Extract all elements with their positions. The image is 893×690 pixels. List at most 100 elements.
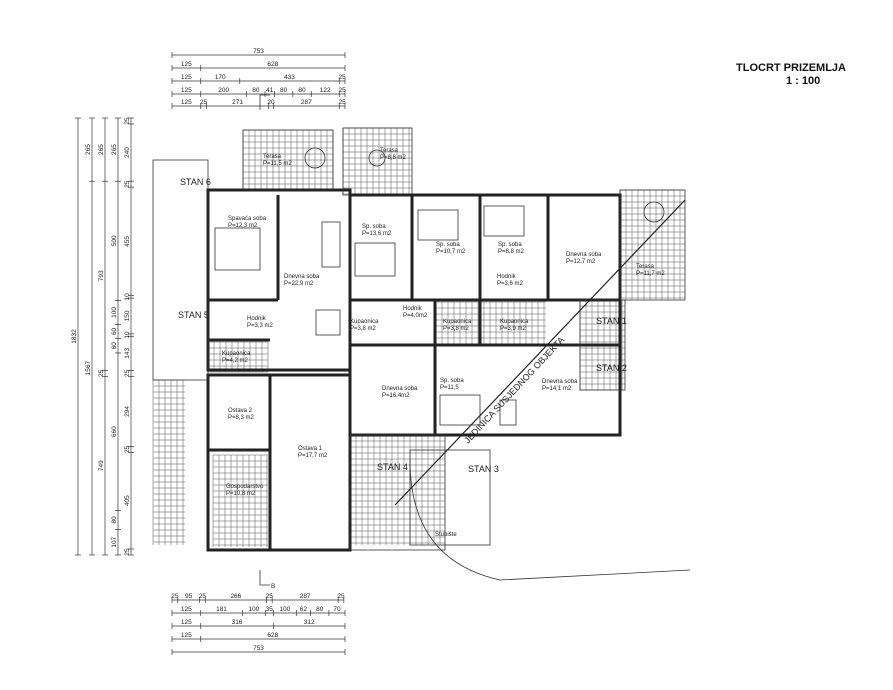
dimension-value: 100 bbox=[111, 307, 118, 318]
dimension-value: 628 bbox=[267, 632, 278, 639]
sofa bbox=[321, 221, 341, 268]
room-area: P=4,0m2 bbox=[403, 313, 428, 319]
dimension-value: 35 bbox=[266, 606, 274, 613]
dining-table bbox=[315, 309, 341, 336]
room-name: Kupaonica bbox=[350, 319, 379, 325]
stan-4-label: STAN 4 bbox=[377, 462, 408, 472]
dimension-value: 753 bbox=[253, 645, 264, 652]
curved-path bbox=[409, 459, 691, 581]
stan-3-label: STAN 3 bbox=[468, 464, 499, 474]
room-area: P=22,9 m2 bbox=[284, 281, 314, 287]
room-area: P=3,8 m2 bbox=[443, 326, 470, 332]
stan-2-label: STAN 2 bbox=[596, 363, 627, 373]
dimension-value: 60 bbox=[111, 342, 118, 350]
room-name: Hodnik bbox=[247, 316, 267, 322]
section-marker-bottom: B bbox=[271, 583, 275, 590]
room-name: Stubište bbox=[435, 532, 457, 538]
dimension-value: 433 bbox=[284, 74, 295, 81]
bed bbox=[354, 242, 396, 277]
dimension-value: 265 bbox=[85, 144, 92, 155]
room-name: Dnevna soba bbox=[284, 274, 320, 280]
room-name: Terasa bbox=[263, 154, 282, 160]
tile-hatching bbox=[152, 127, 685, 547]
dimension-value: 240 bbox=[124, 147, 131, 158]
bed bbox=[483, 205, 525, 237]
bed bbox=[214, 227, 261, 271]
stan-5-label: STAN 5 bbox=[178, 310, 209, 320]
dimension-value: 316 bbox=[232, 619, 243, 626]
stairs-stan6 bbox=[152, 159, 209, 381]
dimension-value: 100 bbox=[248, 606, 259, 613]
room-name: Kupaonica bbox=[222, 351, 251, 357]
dimension-value: 41 bbox=[266, 87, 274, 94]
dimension-value: 25 bbox=[339, 99, 347, 106]
stan-6-label: STAN 6 bbox=[180, 177, 211, 187]
room-area: P=3,9 m2 bbox=[500, 326, 527, 332]
dimension-value: 70 bbox=[333, 606, 341, 613]
room-name: Ostava 2 bbox=[228, 408, 253, 414]
dimension-value: 181 bbox=[216, 606, 227, 613]
dimension-value: 60 bbox=[111, 327, 118, 335]
dimension-value: 1567 bbox=[85, 360, 92, 375]
room-name: Dnevna soba bbox=[542, 379, 578, 385]
room-area: P=10,8 m2 bbox=[226, 491, 256, 497]
right-units-walls bbox=[348, 193, 622, 437]
dimension-value: 266 bbox=[230, 593, 241, 600]
dimension-value: 455 bbox=[124, 236, 131, 247]
terrace-table bbox=[368, 149, 386, 167]
room-area: P=8,8 m2 bbox=[498, 249, 525, 255]
room-name: Ostava 1 bbox=[298, 446, 323, 452]
room-area: P=12,7 m2 bbox=[566, 259, 596, 265]
room-area: P=10,7 m2 bbox=[436, 249, 466, 255]
room-area: P=4,2 m2 bbox=[222, 358, 249, 364]
room-area: P=3,3 m2 bbox=[247, 323, 274, 329]
room-area: P=14,1 m2 bbox=[542, 386, 572, 392]
dimension-value: 660 bbox=[111, 426, 118, 437]
room-name: Sp. soba bbox=[498, 242, 522, 248]
dimension-value: 271 bbox=[232, 99, 243, 106]
dimension-value: 10 bbox=[124, 331, 131, 339]
dimension-value: 25 bbox=[199, 593, 207, 600]
room-area: P=8,8 m2 bbox=[380, 155, 407, 161]
room-area: P=13,6 m2 bbox=[362, 231, 392, 237]
room-area: P=17,7 m2 bbox=[298, 453, 328, 459]
room-area: P=16,4m2 bbox=[382, 393, 410, 399]
dimension-value: 294 bbox=[124, 406, 131, 417]
entrance-stan4 bbox=[349, 434, 446, 551]
dimension-value: 265 bbox=[111, 144, 118, 155]
neighbor-boundary-line bbox=[394, 199, 686, 506]
dimension-value: 25 bbox=[124, 548, 131, 556]
room-name: Terasa bbox=[380, 148, 399, 154]
room-name: Sp. soba bbox=[362, 224, 386, 230]
dimension-value: 125 bbox=[181, 74, 192, 81]
stan-1-label: STAN 1 bbox=[596, 316, 627, 326]
room-area: P=11,5 bbox=[440, 385, 459, 391]
dimension-value: 287 bbox=[301, 99, 312, 106]
dimension-value: 150 bbox=[124, 310, 131, 321]
dimension-value: 25 bbox=[339, 87, 347, 94]
dimension-value: 200 bbox=[218, 87, 229, 94]
dimension-value: 628 bbox=[267, 61, 278, 68]
terrace-1 bbox=[242, 129, 334, 191]
dimension-value: 25 bbox=[200, 99, 208, 106]
dimension-value: 500 bbox=[111, 235, 118, 246]
terrace-table bbox=[304, 147, 326, 169]
room-name: Spavaća soba bbox=[228, 216, 267, 222]
terrace-3 bbox=[619, 189, 686, 301]
room-area: P=3,8 m2 bbox=[350, 326, 377, 332]
dimension-value: 125 bbox=[181, 99, 192, 106]
dimension-value: 122 bbox=[320, 87, 331, 94]
dimension-value: 80 bbox=[298, 87, 306, 94]
dimension-value: 62 bbox=[300, 606, 308, 613]
room-name: Dnevna soba bbox=[566, 252, 602, 258]
dimension-value: 100 bbox=[279, 606, 290, 613]
dimension-value: 749 bbox=[98, 460, 105, 471]
dimension-value: 25 bbox=[339, 74, 347, 81]
dimension-value: 793 bbox=[98, 270, 105, 281]
dimension-value: 125 bbox=[181, 632, 192, 639]
room-name: Dnevna soba bbox=[382, 386, 418, 392]
room-area: P=8,3 m2 bbox=[228, 415, 255, 421]
drawing-title: TLOCRT PRIZEMLJA bbox=[736, 62, 846, 74]
